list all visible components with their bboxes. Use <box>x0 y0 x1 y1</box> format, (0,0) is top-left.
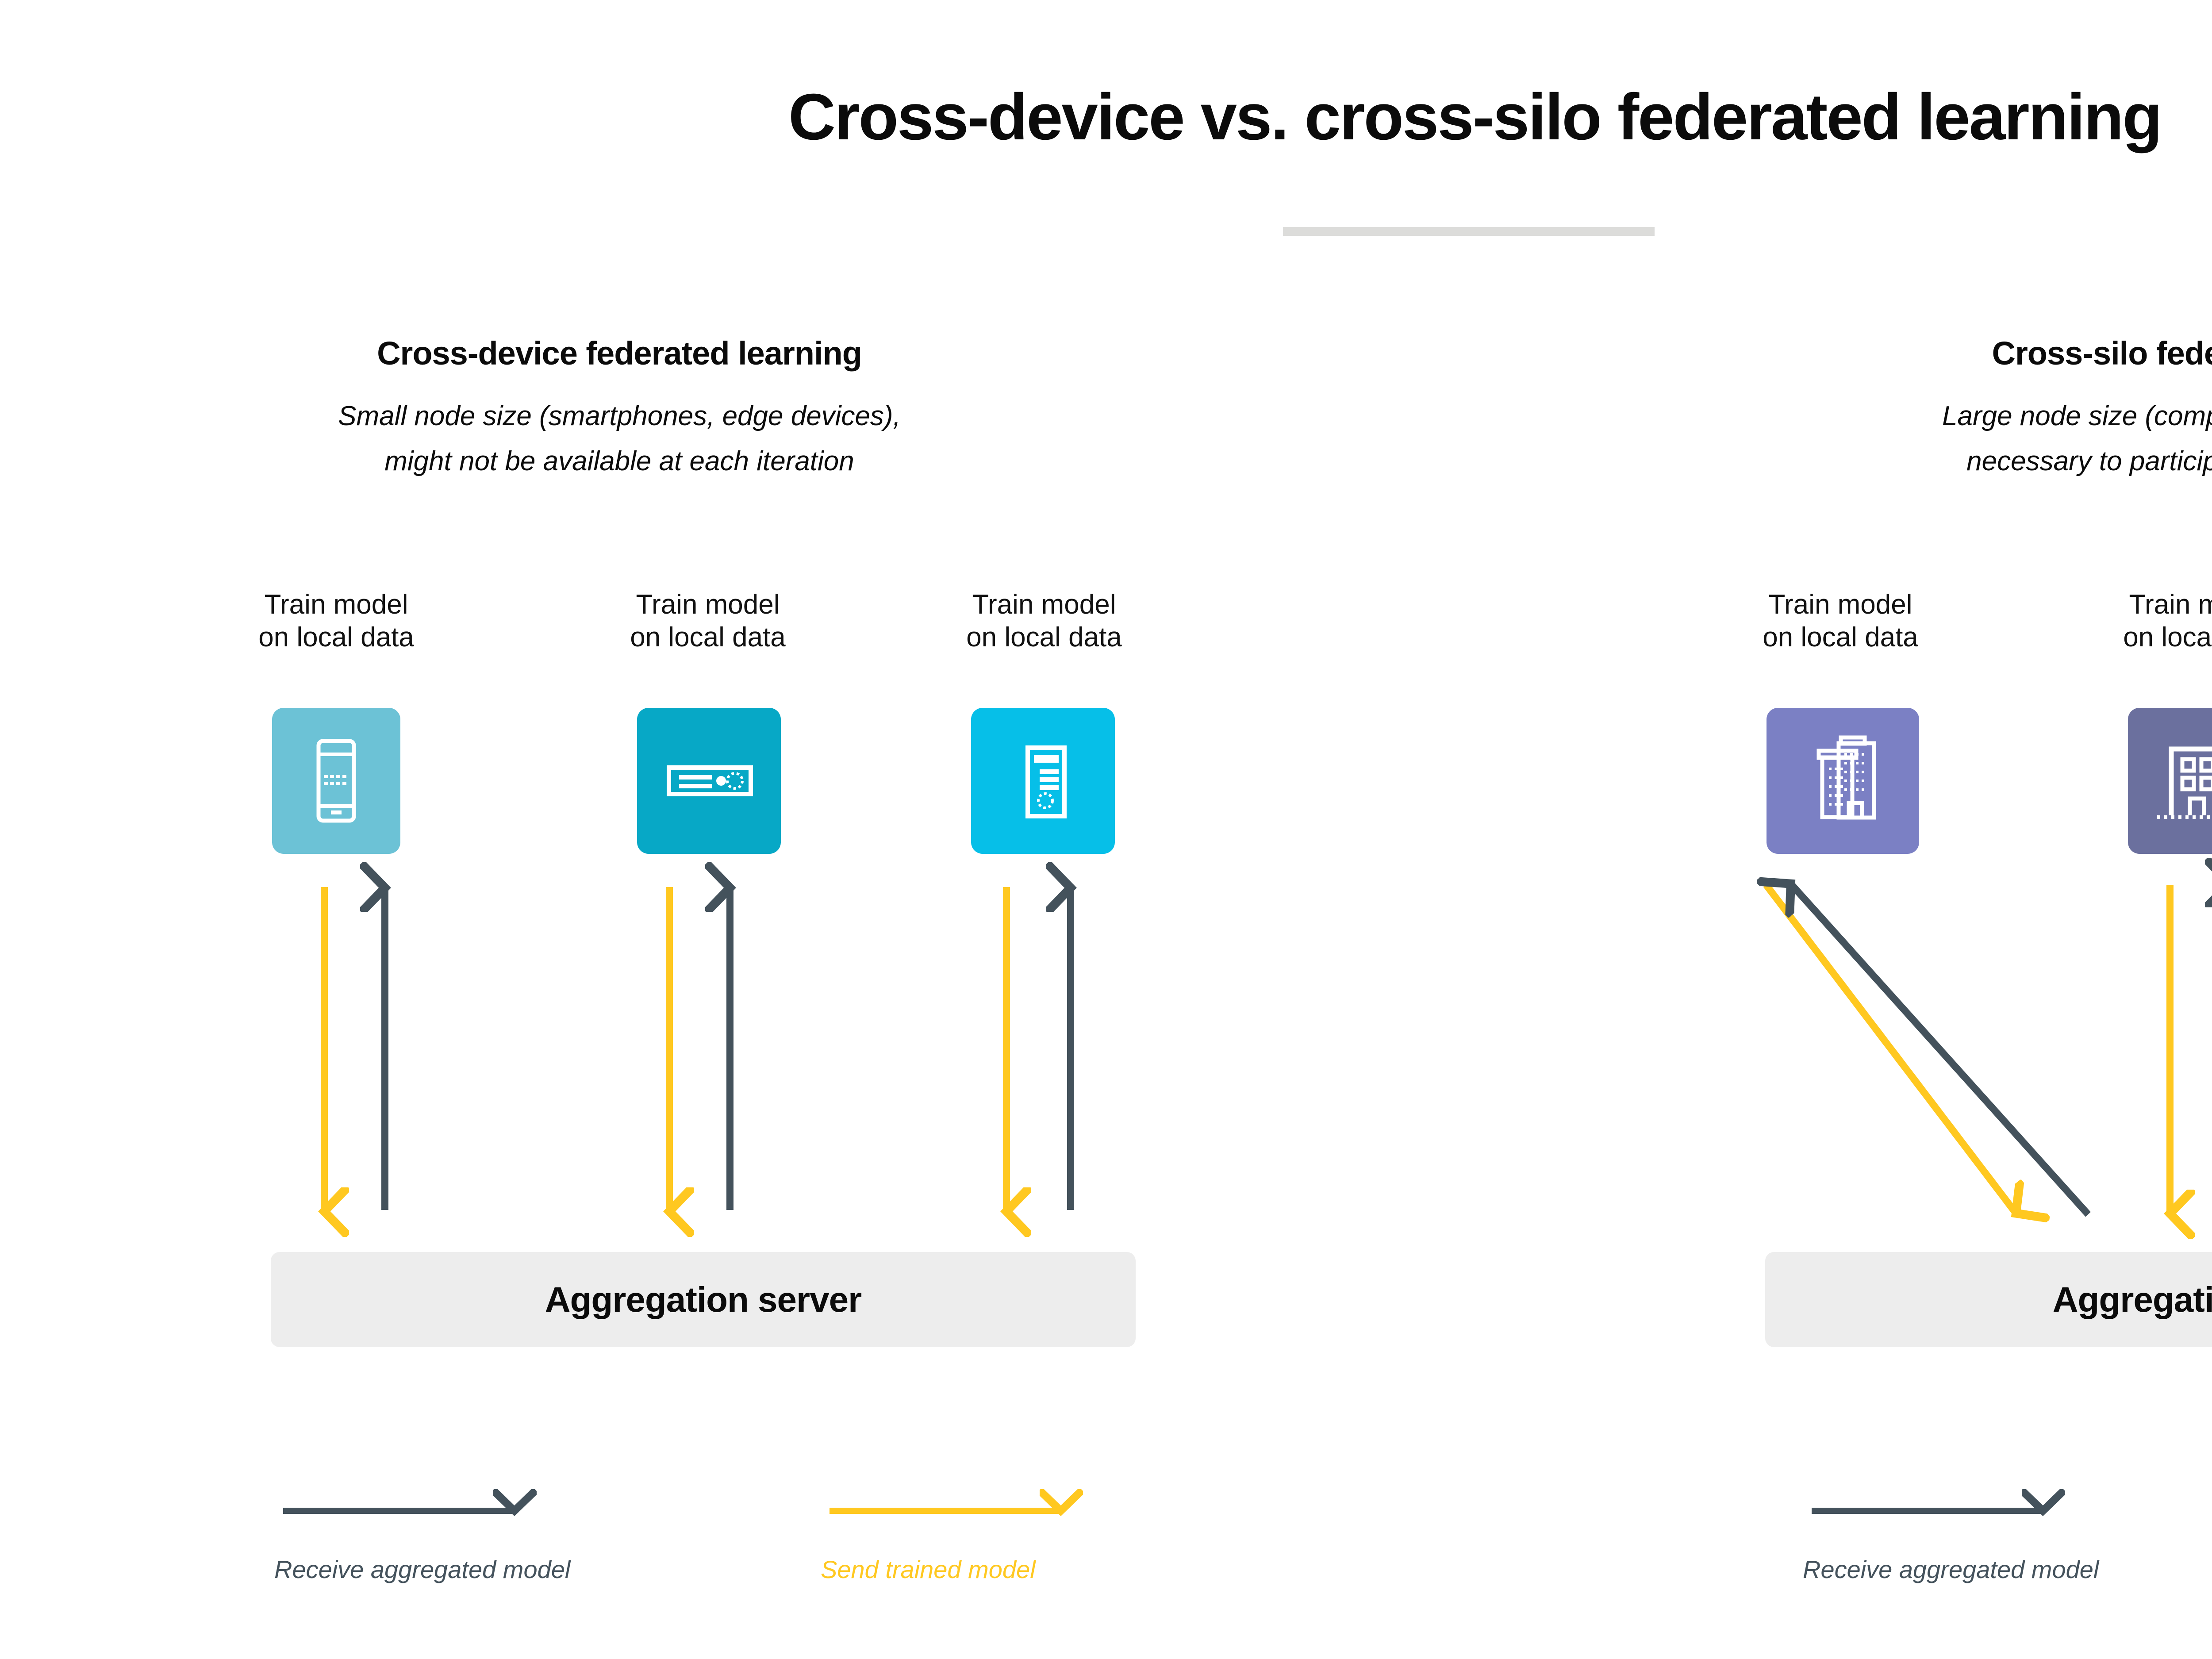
legend-label-receive-right: Receive aggregated model <box>1803 1555 2099 1583</box>
arrow-pair-silo-1 <box>1763 883 2091 1217</box>
page-title: Cross-device vs. cross-silo federated le… <box>788 81 2162 154</box>
aggregation-server-box-cross-device[interactable]: Aggregation server <box>271 1252 1136 1347</box>
node-label-line1: Train model <box>636 589 780 620</box>
node-label-line1: Train model <box>264 589 408 620</box>
router-icon <box>667 765 753 796</box>
smartphone-icon <box>316 739 356 823</box>
legend-label-send-left: Send trained model <box>821 1555 1036 1583</box>
node-label-line2: on local data <box>2123 622 2212 653</box>
arrow-pair-device-3 <box>1006 887 1071 1210</box>
arrow-pair-silo-2 <box>2170 885 2212 1214</box>
panel-subtitle-cross-silo-line1: Large node size (companies, organization… <box>1942 401 2212 431</box>
node-label-line1: Train model <box>972 589 1116 620</box>
office-buildings-icon <box>1816 735 1876 820</box>
arrow-pair-device-1 <box>324 887 385 1210</box>
node-label-line2: on local data <box>258 622 414 653</box>
arrow-send-silo-1 <box>1763 883 2015 1212</box>
node-tile-silo-2[interactable] <box>2128 708 2212 854</box>
node-label-device-2: Train model on local data <box>575 588 841 654</box>
node-label-line1: Train model <box>1768 589 1912 620</box>
panel-title-cross-silo: Cross-silo federated learning <box>1992 335 2212 372</box>
title-divider <box>1283 227 1655 236</box>
node-label-device-3: Train model on local data <box>911 588 1177 654</box>
server-tower-icon <box>1025 745 1067 818</box>
panel-subtitle-cross-device-line1: Small node size (smartphones, edge devic… <box>338 401 901 431</box>
arrow-pair-device-2 <box>669 887 730 1210</box>
aggregation-server-label: Aggregation server <box>545 1279 862 1319</box>
node-label-line1: Train model <box>2129 589 2212 620</box>
panel-title-cross-device: Cross-device federated learning <box>377 335 862 372</box>
node-label-silo-1: Train model on local data <box>1708 588 1973 654</box>
node-tile-device-1[interactable] <box>272 708 400 854</box>
arrow-receive-silo-1 <box>1792 885 2091 1217</box>
node-label-silo-2: Train model on local data <box>2068 588 2212 654</box>
aggregation-server-box-cross-silo[interactable]: Aggregation server <box>1765 1252 2212 1347</box>
node-label-device-1: Train model on local data <box>204 588 469 654</box>
node-label-line2: on local data <box>630 622 786 653</box>
panel-subtitle-cross-silo-line2: necessary to participate in each iterati… <box>1966 446 2212 476</box>
panel-subtitle-cross-device-line2: might not be available at each iteration <box>384 446 854 476</box>
node-tile-silo-1[interactable] <box>1767 708 1919 854</box>
aggregation-server-label: Aggregation server <box>2052 1279 2212 1319</box>
node-tile-device-3[interactable] <box>971 708 1115 854</box>
legend-label-receive-left: Receive aggregated model <box>274 1555 571 1583</box>
node-tile-device-2[interactable] <box>637 708 781 854</box>
node-label-line2: on local data <box>1763 622 1918 653</box>
building-icon <box>2157 746 2212 819</box>
node-label-line2: on local data <box>966 622 1122 653</box>
